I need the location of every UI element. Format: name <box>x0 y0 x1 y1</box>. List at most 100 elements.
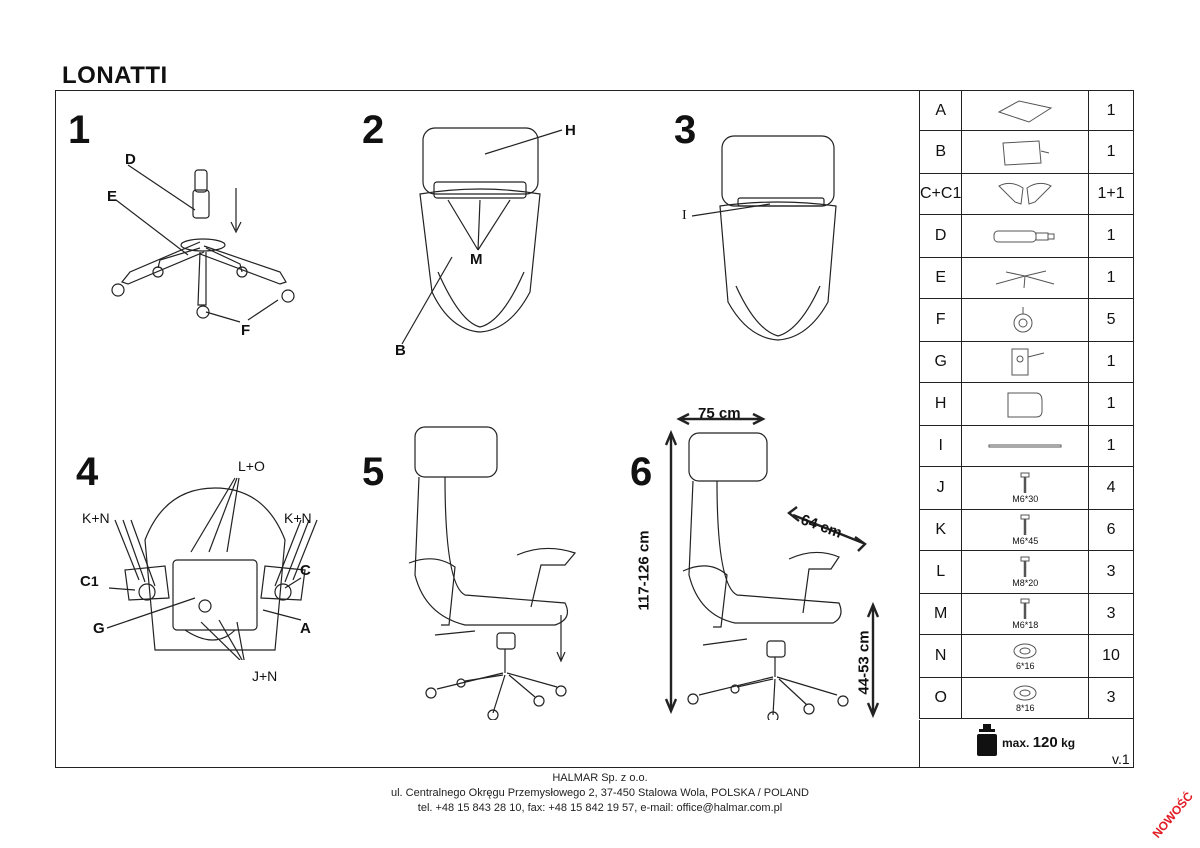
part-picture: 8*16 <box>961 677 1090 719</box>
part-quantity: 3 <box>1088 550 1134 594</box>
step-number-3: 3 <box>674 108 697 152</box>
weight-icon <box>977 724 997 756</box>
page-title: LONATTI <box>62 62 168 89</box>
part-picture <box>961 90 1090 131</box>
part-picture <box>961 382 1090 426</box>
footer-address: ul. Centralnego Okręgu Przemysłowego 2, … <box>390 787 809 799</box>
part-picture <box>961 425 1090 467</box>
part-code: I <box>918 425 963 467</box>
label-d: D <box>125 151 136 168</box>
part-picture: M6*30 <box>961 466 1090 510</box>
part-picture: M6*45 <box>961 509 1090 551</box>
part-code: M <box>918 593 963 635</box>
footer-company: HALMAR Sp. z o.o. <box>552 772 648 784</box>
part-picture <box>961 257 1090 299</box>
label-i: I <box>682 208 687 223</box>
dimension-seat-height: 44-53 cm <box>855 630 873 695</box>
step-number-6: 6 <box>630 450 653 494</box>
washer-icon <box>962 683 1088 703</box>
bolt-icon <box>962 472 1088 494</box>
part-code: O <box>918 677 963 719</box>
part-code: H <box>918 382 963 426</box>
part-size: M6*30 <box>1012 494 1039 504</box>
armrest-icon <box>962 178 1088 210</box>
part-picture <box>961 130 1090 174</box>
seat-icon <box>962 98 1088 124</box>
dimension-width: 75 cm <box>698 405 741 422</box>
part-size: 8*16 <box>1015 703 1035 713</box>
part-quantity: 1 <box>1088 214 1134 258</box>
label-k-n-left: K+N <box>82 510 110 526</box>
part-quantity: 1 <box>1088 382 1134 426</box>
label-e: E <box>107 188 118 205</box>
part-size: 6*16 <box>1015 661 1035 671</box>
parts-row: O 8*16 3 <box>918 677 1134 719</box>
part-picture <box>961 298 1090 342</box>
caster-icon <box>962 305 1088 335</box>
step2-backrest-drawing <box>401 127 563 345</box>
parts-row: K M6*45 6 <box>918 509 1134 551</box>
label-f: F <box>241 322 251 339</box>
label-k-n-right: K+N <box>284 510 312 526</box>
part-code: B <box>918 130 963 174</box>
label-c1: C1 <box>80 573 99 590</box>
step1-base-drawing <box>111 164 295 323</box>
label-a: A <box>300 620 311 637</box>
part-quantity: 3 <box>1088 677 1134 719</box>
part-code: C+C1 <box>918 173 963 215</box>
step3-backrest-drawing <box>691 135 837 341</box>
part-code: N <box>918 634 963 678</box>
label-h: H <box>565 122 576 139</box>
part-quantity: 4 <box>1088 466 1134 510</box>
part-quantity: 1 <box>1088 341 1134 383</box>
part-quantity: 1 <box>1088 90 1134 131</box>
bolt-icon <box>962 514 1088 536</box>
label-j-n: J+N <box>252 668 278 684</box>
headrest-icon <box>962 389 1088 419</box>
part-quantity: 3 <box>1088 593 1134 635</box>
part-code: A <box>918 90 963 131</box>
washer-icon <box>962 641 1088 661</box>
part-size: M6*45 <box>1012 536 1039 546</box>
label-c: C <box>300 562 311 579</box>
part-code: F <box>918 298 963 342</box>
star-base-icon <box>962 266 1088 290</box>
part-code: K <box>918 509 963 551</box>
label-m: M <box>470 251 483 268</box>
step-number-1: 1 <box>68 108 91 152</box>
part-quantity: 1 <box>1088 130 1134 174</box>
parts-row: J M6*30 4 <box>918 466 1134 510</box>
part-quantity: 6 <box>1088 509 1134 551</box>
label-g: G <box>93 620 105 637</box>
part-code: L <box>918 550 963 594</box>
part-quantity: 10 <box>1088 634 1134 678</box>
footer-contact: tel. +48 15 843 28 10, fax: +48 15 842 1… <box>417 802 783 814</box>
label-b: B <box>395 342 406 359</box>
part-code: J <box>918 466 963 510</box>
backrest-icon <box>962 137 1088 167</box>
part-picture <box>961 173 1090 215</box>
max-load-box <box>919 720 1134 768</box>
part-picture <box>961 341 1090 383</box>
part-picture: M8*20 <box>961 550 1090 594</box>
bracket-icon <box>962 441 1088 451</box>
part-quantity: 1 <box>1088 425 1134 467</box>
dimension-height: 117-126 cm <box>635 530 653 611</box>
part-code: G <box>918 341 963 383</box>
step-number-5: 5 <box>362 450 385 494</box>
part-code: E <box>918 257 963 299</box>
part-quantity: 1 <box>1088 257 1134 299</box>
part-picture: 6*16 <box>961 634 1090 678</box>
version-label: v.1 <box>1112 751 1130 767</box>
step-number-2: 2 <box>362 108 385 152</box>
step4-seat-underside-drawing <box>106 477 318 660</box>
parts-row: N 6*16 10 <box>918 634 1134 678</box>
